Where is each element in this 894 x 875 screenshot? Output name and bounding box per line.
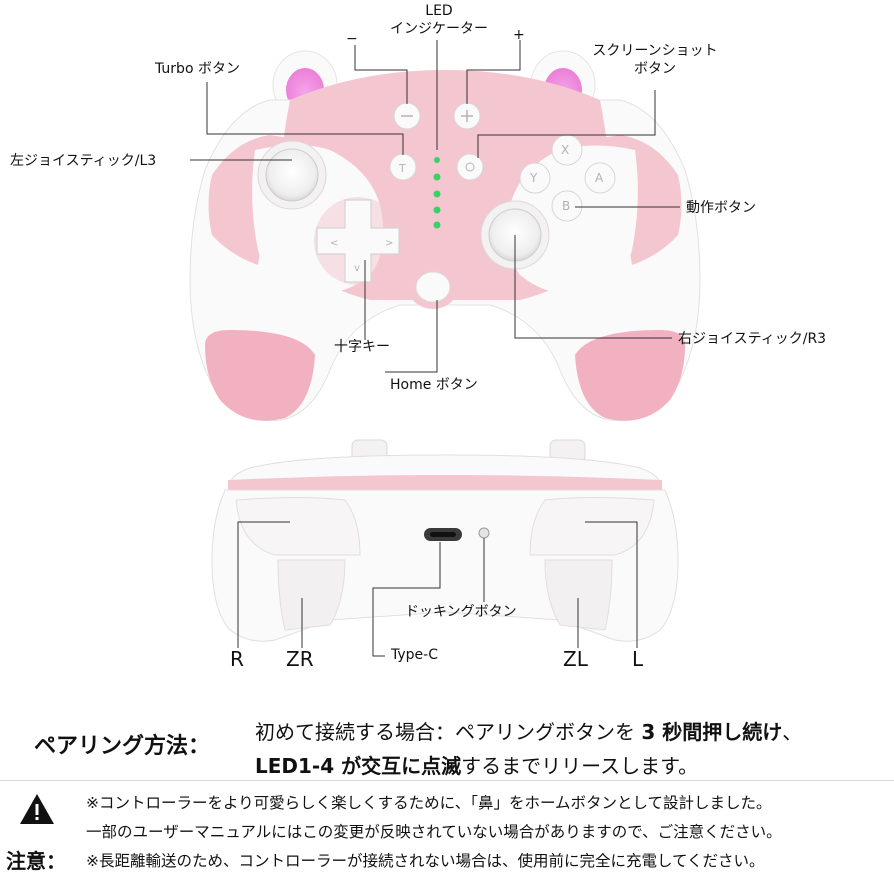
l-trigger xyxy=(529,497,655,556)
l-label: L xyxy=(632,647,644,671)
divider xyxy=(0,780,894,781)
r-trigger xyxy=(235,497,361,556)
led-label-line2: インジケーター xyxy=(390,21,488,37)
svg-text:v: v xyxy=(354,263,360,274)
note-line-1: ※コントローラーをより可愛らしく楽しくするために、「鼻」をホームボタンとして設計… xyxy=(86,794,772,812)
screenshot-label-line1: スクリーンショット xyxy=(592,43,718,59)
dpad-label: 十字キー xyxy=(334,339,390,355)
zl-label: ZL xyxy=(563,647,588,671)
leader-lines xyxy=(190,40,680,657)
minus-button xyxy=(393,102,421,130)
zr-trigger xyxy=(277,559,346,631)
r-label: R xyxy=(230,647,244,671)
face-button-y: Y xyxy=(530,171,538,185)
pairing-line-1b: 3 秒間押し続け xyxy=(641,720,783,744)
docking-button xyxy=(478,527,490,539)
pairing-line-1a: 初めて接続する場合：ペアリングボタンを xyxy=(255,720,642,744)
notes-title: 注意： xyxy=(6,849,66,873)
pairing-line-2b: するまでリリースします。 xyxy=(461,754,699,778)
screenshot-label-line2: ボタン xyxy=(634,61,676,77)
pairing-line-2a: LED1-4 が交互に点滅 xyxy=(255,754,462,778)
led-label: LED インジケーター xyxy=(384,2,494,38)
action-button-label: 動作ボタン xyxy=(686,200,756,216)
pairing-line-1: 初めて接続する場合：ペアリングボタンを 3 秒間押し続け、 xyxy=(255,716,802,745)
left-stick-label: 左ジョイスティック/L3 xyxy=(10,153,157,169)
home-button xyxy=(408,265,458,309)
svg-text:T: T xyxy=(398,162,406,175)
face-button-b: B xyxy=(562,199,571,213)
left-joystick xyxy=(257,140,327,210)
right-grip xyxy=(575,330,685,421)
screenshot-label: スクリーンショット ボタン xyxy=(580,42,730,78)
face-buttons xyxy=(519,134,616,222)
minus-label: − xyxy=(346,31,358,47)
typec-label: Type-C xyxy=(391,647,438,663)
home-label: Home ボタン xyxy=(390,377,478,393)
led-indicator xyxy=(433,157,441,229)
svg-text:<: < xyxy=(330,238,338,249)
controller-back xyxy=(211,439,679,642)
left-grip xyxy=(205,330,315,421)
screenshot-button xyxy=(456,153,484,181)
note-line-3: ※長距離輸送のため、コントローラーが接続されない場合は、使用前に完全に充電してく… xyxy=(86,852,765,870)
turbo-label: Turbo ボタン xyxy=(155,61,240,77)
zr-label: ZR xyxy=(286,647,314,671)
warning-icon xyxy=(20,794,54,824)
turbo-button: T xyxy=(389,153,417,181)
pairing-title: ペアリング方法： xyxy=(34,734,211,759)
plus-button xyxy=(453,102,481,130)
docking-label: ドッキングボタン xyxy=(405,604,517,620)
controller-front: < > v T xyxy=(189,50,701,422)
face-button-a: A xyxy=(595,171,604,185)
pairing-line-1c: 、 xyxy=(782,720,803,744)
svg-text:>: > xyxy=(385,238,393,249)
led-label-line1: LED xyxy=(425,3,453,19)
note-line-2: 一部のユーザーマニュアルにはこの変更が反映されていない場合がありますので、ご注意… xyxy=(86,823,782,841)
face-button-x: X xyxy=(561,143,570,157)
right-stick-label: 右ジョイスティック/R3 xyxy=(678,331,827,347)
plus-label: + xyxy=(513,27,525,43)
dpad: < > v xyxy=(314,197,402,285)
pairing-line-2: LED1-4 が交互に点滅するまでリリースします。 xyxy=(255,750,698,779)
zl-trigger xyxy=(544,559,613,631)
